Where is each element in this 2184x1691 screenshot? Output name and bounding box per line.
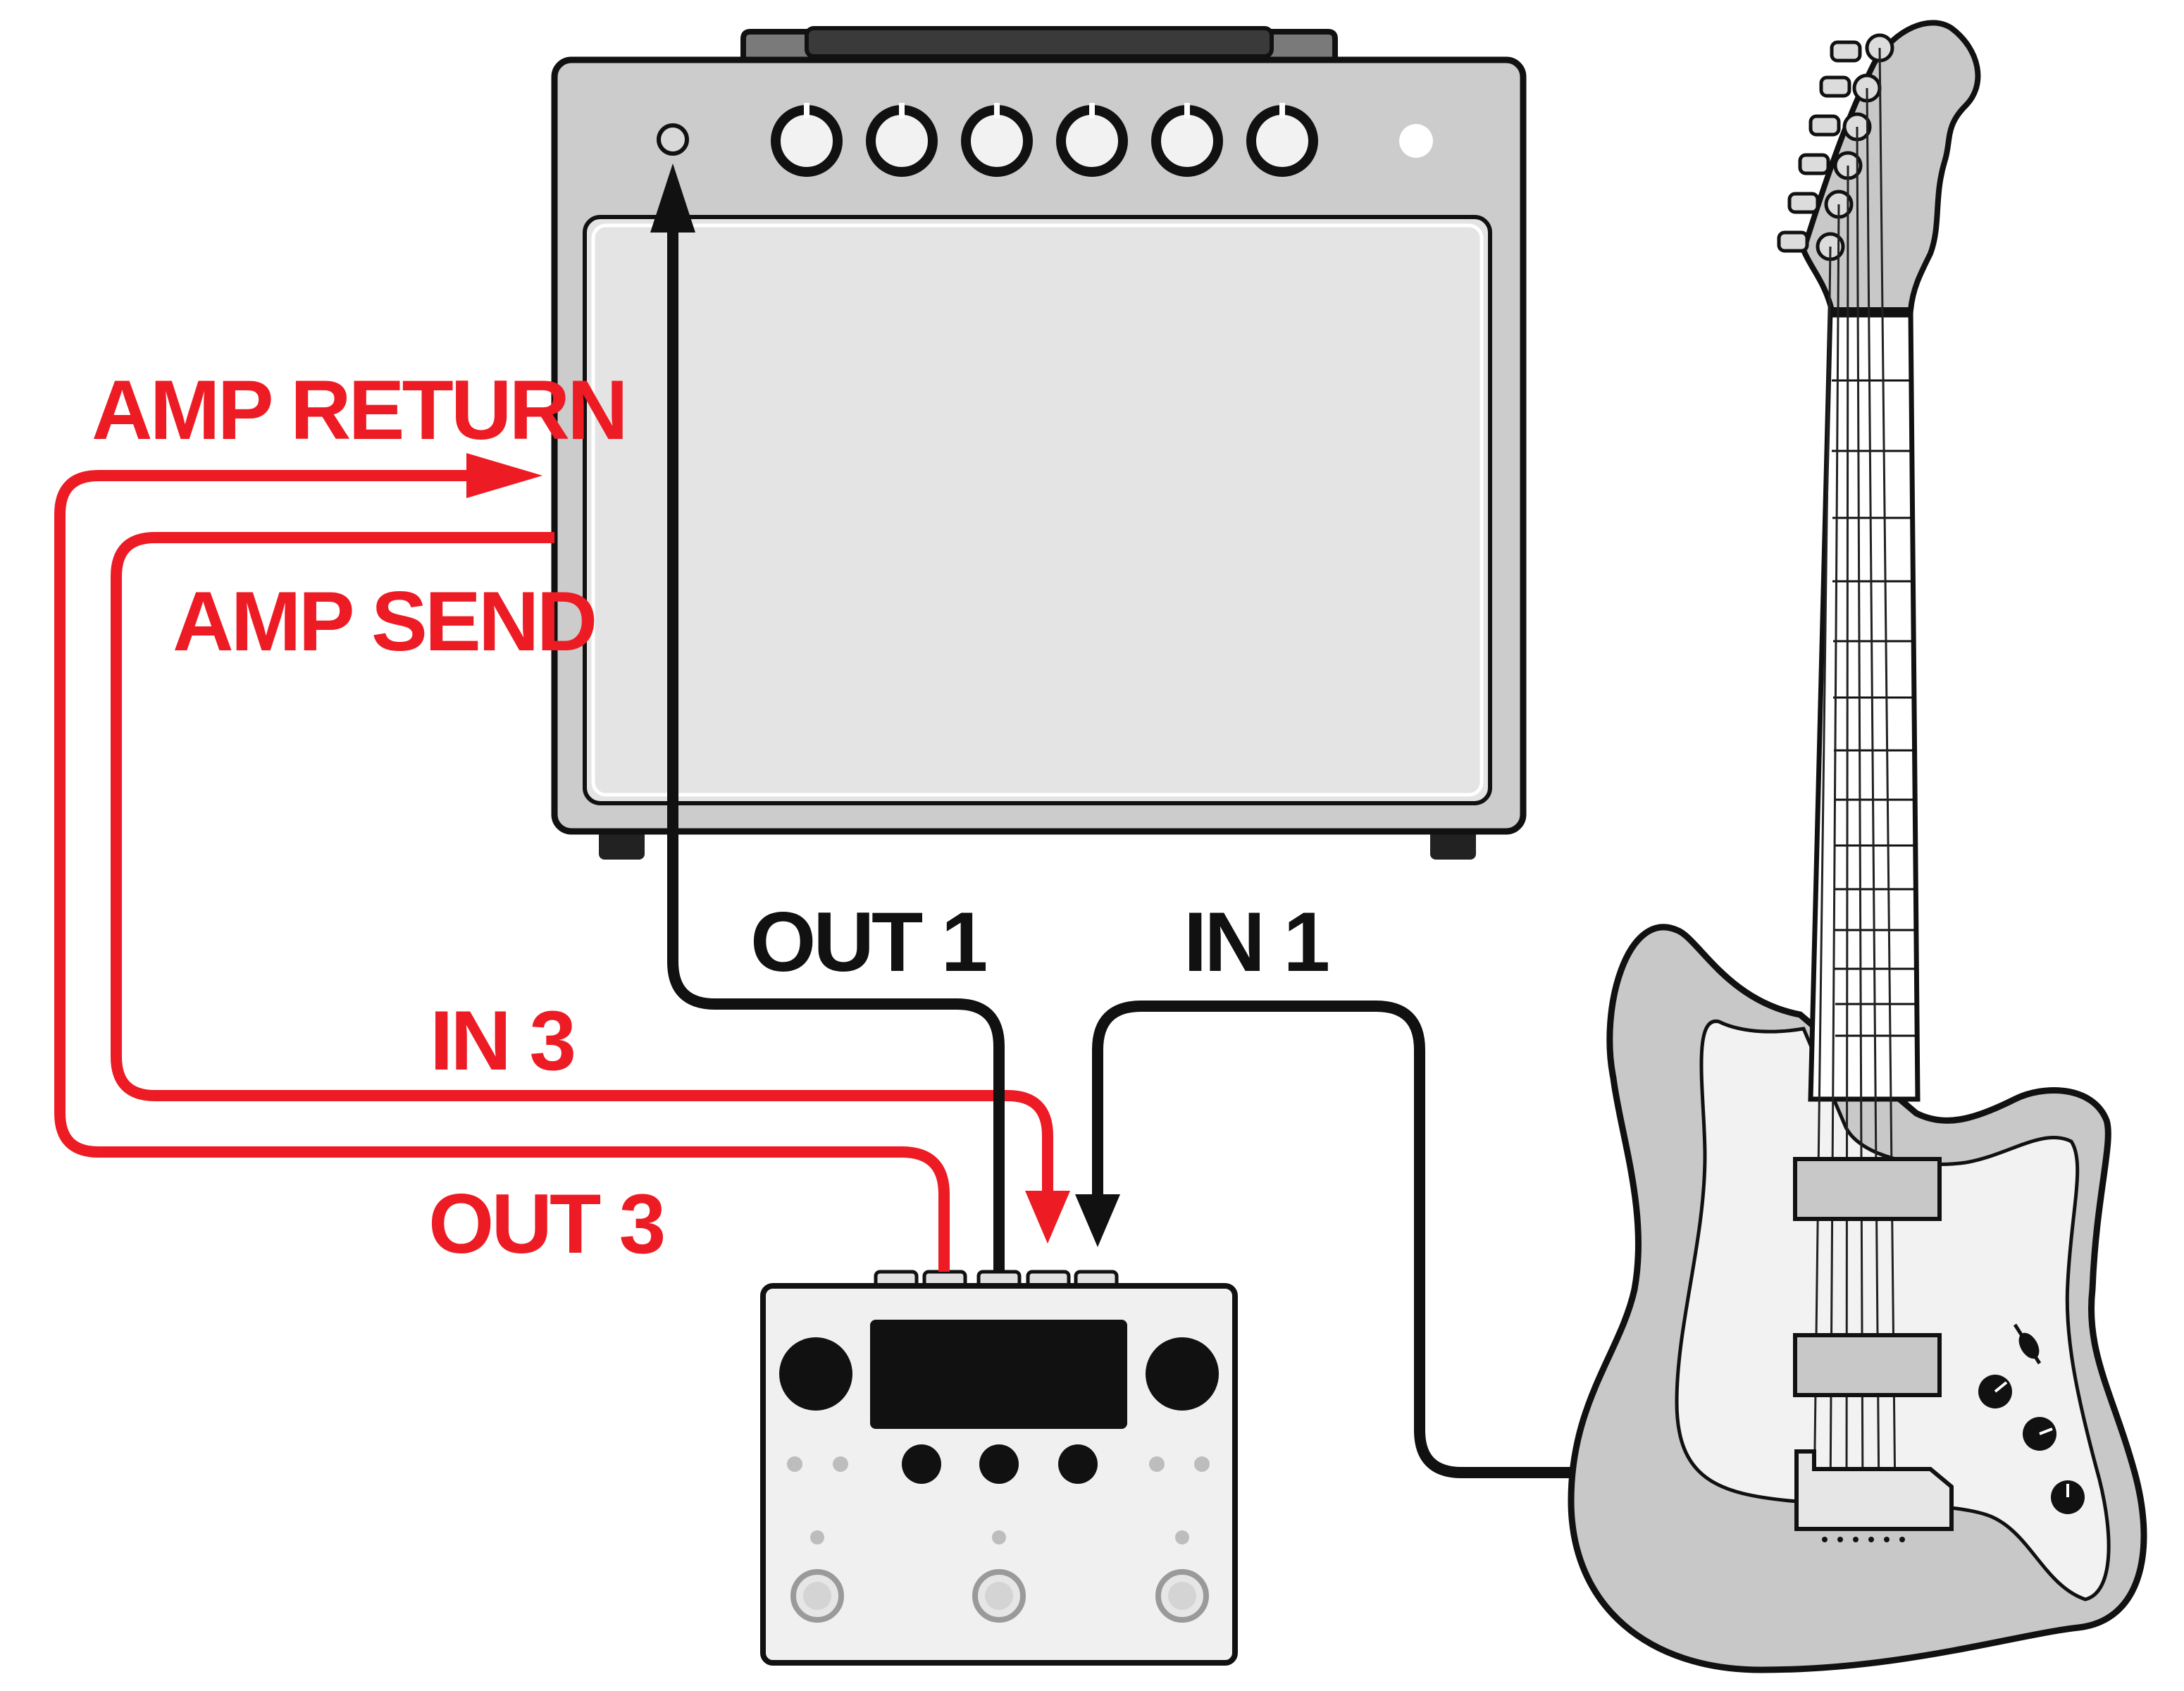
in3-arrow-icon <box>1025 1191 1070 1244</box>
amp-send-label: AMP SEND <box>173 574 595 669</box>
in1-label: IN 1 <box>1184 895 1328 989</box>
in1-cable <box>1092 1001 1571 1478</box>
in1-arrow-icon <box>1075 1194 1120 1247</box>
amp-combo-icon <box>551 26 1527 860</box>
out1-arrow-icon <box>650 163 695 233</box>
amp-pilot-light-icon <box>1399 124 1433 158</box>
neck-pickup-icon <box>1793 1157 1942 1221</box>
amp-return-arrow-icon <box>466 453 542 498</box>
out3-label: OUT 3 <box>428 1177 664 1271</box>
pedal-display-icon <box>870 1320 1127 1429</box>
amp-return-label: AMP RETURN <box>92 363 626 457</box>
out1-cable <box>667 229 1005 1272</box>
in3-label: IN 3 <box>430 993 573 1088</box>
out1-label: OUT 1 <box>750 895 986 989</box>
amp-input-jack-icon <box>657 123 689 156</box>
amp-send-cable <box>111 532 1053 1191</box>
electric-guitar-icon <box>1568 20 2147 1673</box>
bridge-pickup-icon <box>1793 1333 1942 1397</box>
multi-effects-pedal-icon <box>760 1270 1238 1666</box>
amp-return-cable <box>54 470 950 1272</box>
